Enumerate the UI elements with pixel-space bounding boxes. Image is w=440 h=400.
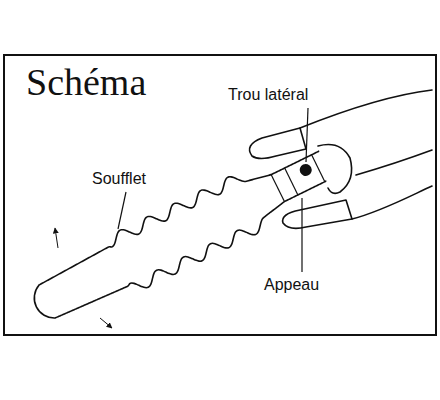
bellows-tube [22,135,341,335]
side-hole [298,162,314,178]
motion-arrow [100,318,112,328]
frame [4,55,436,335]
hand [250,90,432,228]
part-label: Appeau [262,276,321,294]
motion-arrow [55,228,58,248]
thumb [283,200,352,228]
leader-line [301,198,302,272]
call-ring [285,168,298,195]
leader-line [306,108,308,162]
call-ring [271,175,284,202]
hand-outline [352,186,432,219]
hand-outline [356,150,432,175]
finger [250,128,306,159]
finger [318,145,352,194]
part-label: Soufflet [90,170,148,188]
diagram-title: Schéma [26,62,146,104]
leader-line [118,192,126,229]
part-label: Trou latéral [226,86,310,104]
call-rings [271,155,325,202]
hand-outline [300,90,432,128]
bellows-outline [22,135,341,335]
